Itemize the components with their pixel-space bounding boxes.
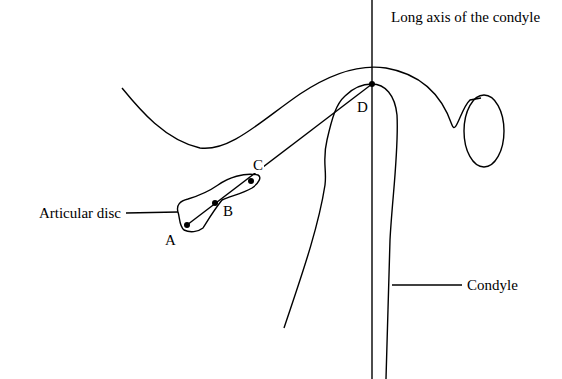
landmark-point xyxy=(184,222,190,228)
leader-line xyxy=(392,284,462,285)
point-label: B xyxy=(222,204,234,219)
point-label: A xyxy=(164,233,177,248)
axis-label: Long axis of the condyle xyxy=(390,10,541,25)
ear-canal-outline xyxy=(464,95,504,167)
landmark-point xyxy=(212,200,218,206)
landmark-point xyxy=(369,81,375,87)
condyle-outline xyxy=(284,84,397,379)
landmark-point xyxy=(248,178,254,184)
point-label: D xyxy=(356,100,369,115)
leader-line xyxy=(126,212,178,213)
part-label: Condyle xyxy=(466,278,519,293)
part-label: Articular disc xyxy=(38,206,122,221)
measurement-line xyxy=(187,84,372,225)
long-axis-line xyxy=(371,0,372,379)
point-label: C xyxy=(252,158,264,173)
glenoid-fossa-outline xyxy=(122,67,481,148)
